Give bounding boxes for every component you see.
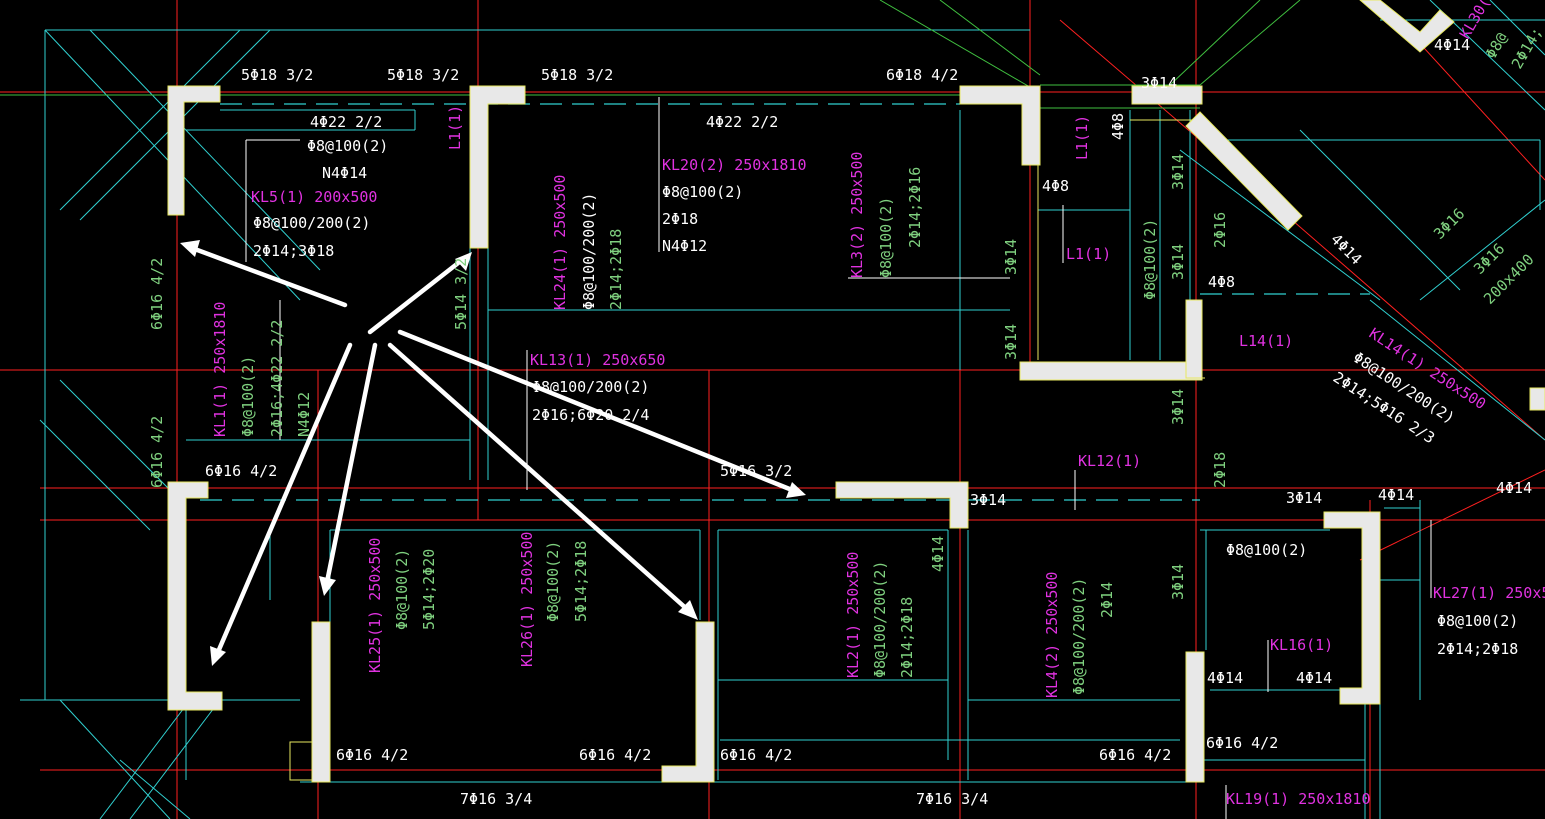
label-v34: 4Φ14 <box>929 536 947 572</box>
label-a6: Φ8@100(2) <box>307 137 388 155</box>
label-a20: KL13(1) 250x650 <box>530 351 665 369</box>
label-v1: L1(1) <box>446 105 464 150</box>
label-r9: Φ8@ <box>1482 30 1511 62</box>
label-v17: 3Φ14 <box>1169 389 1187 425</box>
beam-lines <box>20 0 1545 819</box>
label-v29: Φ8@100(2) <box>544 541 562 622</box>
label-v23: 2Φ16;4Φ22 2/2 <box>268 320 286 437</box>
label-r1: 4Φ14 <box>1327 230 1365 268</box>
label-a17: L1(1) <box>1066 245 1111 263</box>
label-a12: KL20(2) 250x1810 <box>662 156 807 174</box>
label-v31: KL2(1) 250x500 <box>844 552 862 678</box>
label-a18: 4Φ8 <box>1208 273 1235 291</box>
label-a7: N4Φ14 <box>322 164 367 182</box>
label-a26: 3Φ14 <box>970 491 1006 509</box>
label-a5: 4Φ22 2/2 <box>310 113 382 131</box>
label-a42: 7Φ16 3/4 <box>460 790 532 808</box>
label-a1: 5Φ18 3/2 <box>241 66 313 84</box>
label-v30: 5Φ14;2Φ18 <box>572 541 590 622</box>
label-v27: 5Φ14;2Φ20 <box>420 549 438 630</box>
label-a37: 6Φ16 4/2 <box>336 746 408 764</box>
label-a35: 4Φ14 <box>1207 669 1243 687</box>
label-r10: 2Φ14; <box>1508 24 1545 72</box>
label-a3: 5Φ18 3/2 <box>541 66 613 84</box>
label-v22: Φ8@100(2) <box>239 356 257 437</box>
label-v16: 2Φ16 <box>1211 212 1229 248</box>
label-a40: 6Φ16 4/2 <box>1099 746 1171 764</box>
columns <box>167 0 1545 783</box>
label-v5: 5Φ14 3/2 <box>452 258 470 330</box>
label-v18: 2Φ18 <box>1211 452 1229 488</box>
label-v9: 3Φ14 <box>1002 239 1020 275</box>
label-v3: Φ8@100/200(2) <box>580 193 598 310</box>
label-v7: Φ8@100(2) <box>877 197 895 278</box>
label-v11: L1(1) <box>1073 115 1091 160</box>
label-v37: 2Φ14 <box>1098 582 1116 618</box>
label-a4: 6Φ18 4/2 <box>886 66 958 84</box>
label-v33: 2Φ14;2Φ18 <box>898 597 916 678</box>
label-v8: 2Φ14;2Φ16 <box>906 167 924 248</box>
label-v24: N4Φ12 <box>295 392 313 437</box>
label-v10: 3Φ14 <box>1002 324 1020 360</box>
label-a41: 6Φ16 4/2 <box>1206 734 1278 752</box>
label-a46: 4Φ14 <box>1434 36 1470 54</box>
label-v14: Φ8@100(2) <box>1141 219 1159 300</box>
annotation-arrows <box>180 240 806 666</box>
label-a34: KL16(1) <box>1270 636 1333 654</box>
label-a22: 2Φ16;6Φ20 2/4 <box>532 406 649 424</box>
label-a9: Φ8@100/200(2) <box>253 214 370 232</box>
label-a27: 3Φ14 <box>1286 489 1322 507</box>
label-v13: 3Φ14 <box>1169 154 1187 190</box>
label-a29: 4Φ14 <box>1496 479 1532 497</box>
label-v4: 2Φ14;2Φ18 <box>607 229 625 310</box>
label-r2: 3Φ16 <box>1430 205 1468 243</box>
label-a16: 4Φ8 <box>1042 177 1069 195</box>
label-v35: KL4(2) 250x500 <box>1043 572 1061 698</box>
label-a25: 5Φ16 3/2 <box>720 462 792 480</box>
label-a39: 6Φ16 4/2 <box>720 746 792 764</box>
label-v28: KL26(1) 250x500 <box>518 532 536 667</box>
label-v21: KL1(1) 250x1810 <box>211 302 229 437</box>
label-a43: 7Φ16 3/4 <box>916 790 988 808</box>
label-a15: N4Φ12 <box>662 237 707 255</box>
label-a23: KL12(1) <box>1078 452 1141 470</box>
label-a32: Φ8@100(2) <box>1437 612 1518 630</box>
label-v25: KL25(1) 250x500 <box>366 538 384 673</box>
label-v20: 6Φ16 4/2 <box>148 416 166 488</box>
label-a44: KL19(1) 250x1810 <box>1226 790 1371 808</box>
label-r8: KL30( <box>1456 0 1494 42</box>
label-v32: Φ8@100/200(2) <box>871 561 889 678</box>
label-a2: 5Φ18 3/2 <box>387 66 459 84</box>
label-a38: 6Φ16 4/2 <box>579 746 651 764</box>
label-a11: 4Φ22 2/2 <box>706 113 778 131</box>
label-a28: 4Φ14 <box>1378 486 1414 504</box>
label-v6: KL3(2) 250x500 <box>848 152 866 278</box>
label-v19: 6Φ16 4/2 <box>148 258 166 330</box>
label-a30: Φ8@100(2) <box>1226 541 1307 559</box>
label-a8: KL5(1) 200x500 <box>251 188 377 206</box>
label-a13: Φ8@100(2) <box>662 183 743 201</box>
label-a36: 4Φ14 <box>1296 669 1332 687</box>
label-a31: KL27(1) 250x50 <box>1433 584 1545 602</box>
label-a21: Φ8@100/200(2) <box>532 378 649 396</box>
label-v15: 3Φ14 <box>1169 244 1187 280</box>
rebar-labels: 5Φ18 3/2 5Φ18 3/2 5Φ18 3/2 6Φ18 4/2 4Φ22 2/2… <box>205 36 1545 808</box>
label-v26: Φ8@100(2) <box>393 549 411 630</box>
label-a33: 2Φ14;2Φ18 <box>1437 640 1518 658</box>
label-a19: L14(1) <box>1239 332 1293 350</box>
label-v12: 4Φ8 <box>1109 113 1127 140</box>
label-a24: 6Φ16 4/2 <box>205 462 277 480</box>
label-v36: Φ8@100/200(2) <box>1070 578 1088 695</box>
label-v38: 3Φ14 <box>1169 564 1187 600</box>
label-a10: 2Φ14;3Φ18 <box>253 242 334 260</box>
label-a45: 3Φ14 <box>1141 74 1177 92</box>
label-a14: 2Φ18 <box>662 210 698 228</box>
label-v2: KL24(1) 250x500 <box>551 175 569 310</box>
